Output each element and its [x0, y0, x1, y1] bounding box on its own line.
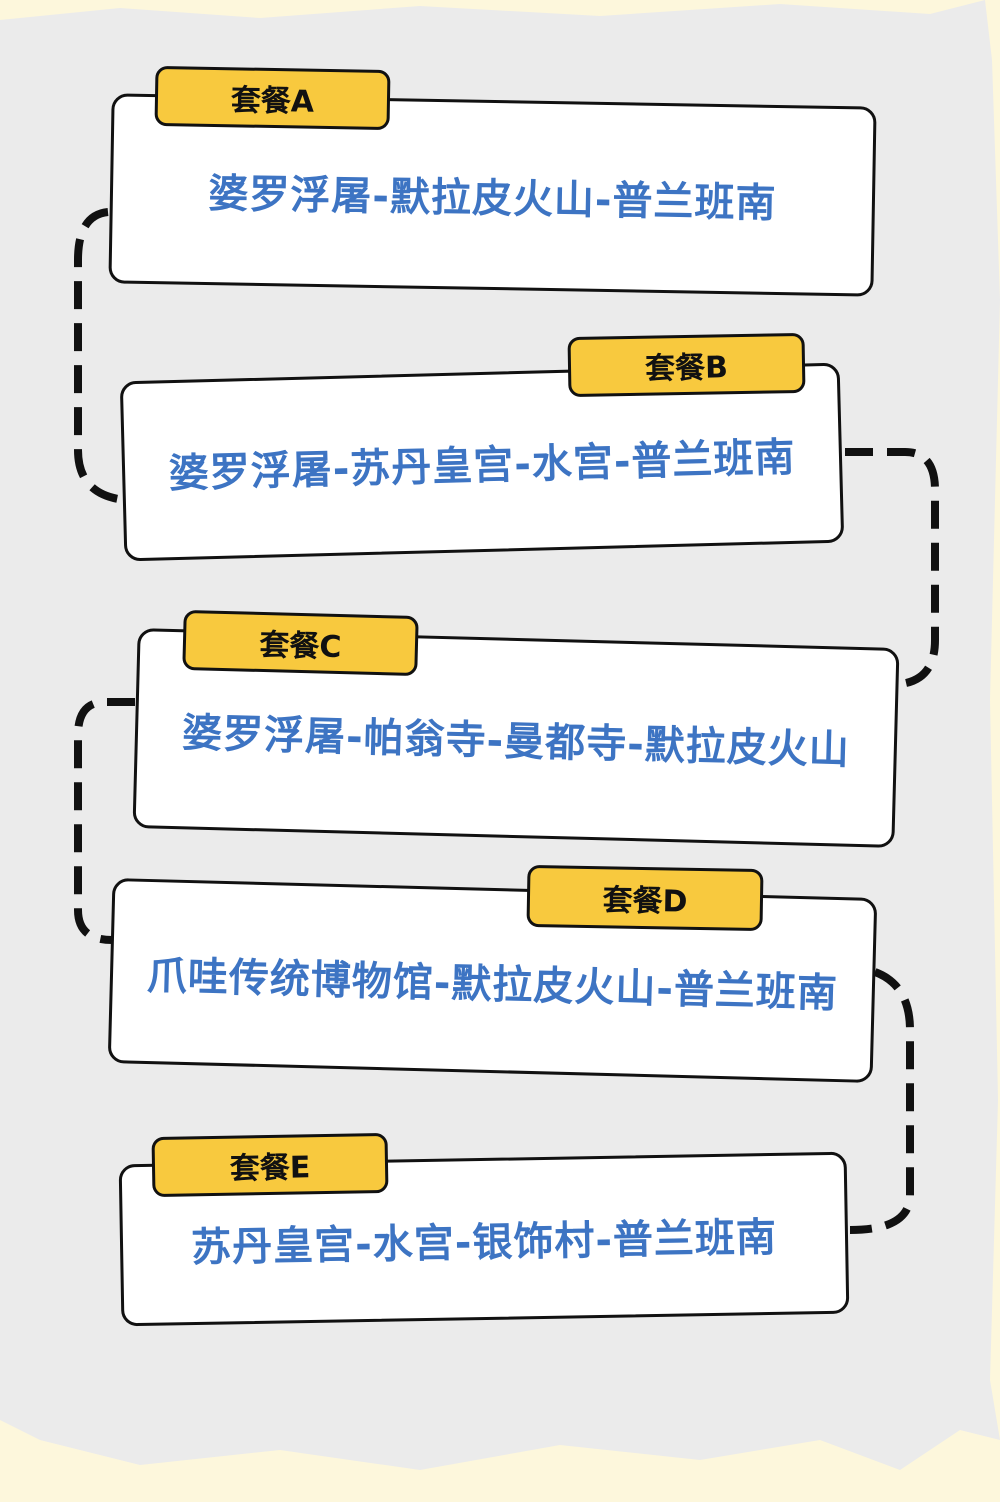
package-a-label: 套餐A: [154, 65, 391, 131]
package-c-label: 套餐C: [182, 609, 419, 677]
connector-b-c: [845, 448, 939, 688]
package-b-route: 婆罗浮屠-苏丹皇宫-水宫-普兰班南: [168, 434, 797, 498]
package-c-route: 婆罗浮屠-帕翁寺-曼都寺-默拉皮火山: [181, 710, 851, 774]
package-e-route: 苏丹皇宫-水宫-银饰村-普兰班南: [190, 1214, 778, 1272]
package-e-label: 套餐E: [151, 1132, 389, 1198]
package-d-route: 爪哇传统博物馆-默拉皮火山-普兰班南: [146, 952, 839, 1017]
package-d-label: 套餐D: [526, 864, 764, 932]
connector-d-e: [849, 968, 914, 1234]
connector-a-b: [74, 208, 126, 504]
package-b-label: 套餐B: [567, 332, 806, 398]
package-a-route: 婆罗浮屠-默拉皮火山-普兰班南: [207, 171, 777, 227]
